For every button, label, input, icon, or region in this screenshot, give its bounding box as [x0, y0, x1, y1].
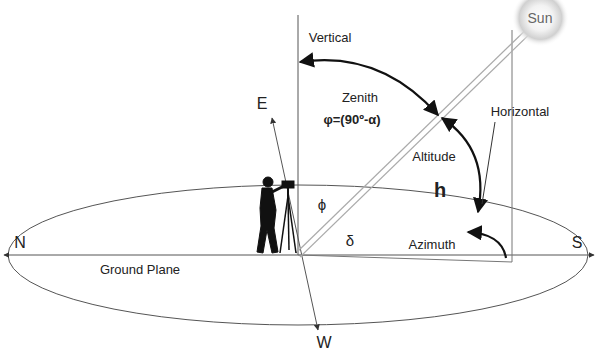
angle-symbol: ϕ — [318, 197, 326, 214]
angle-symbol: h — [434, 179, 446, 201]
sun-label: Sun — [528, 10, 553, 26]
axis-label: Vertical — [309, 31, 352, 45]
axis-label: Horizontal — [491, 105, 550, 119]
leader-line — [482, 122, 495, 204]
compass-label: N — [14, 234, 26, 252]
angle-label: Azimuth — [409, 238, 456, 252]
compass-label: E — [257, 95, 268, 113]
east-west-axis — [272, 118, 318, 330]
vertical-line — [298, 15, 299, 255]
compass-label: S — [572, 234, 583, 252]
angle-symbol: δ — [346, 233, 354, 250]
horizontal-projection — [298, 255, 512, 262]
azimuth-arrow — [468, 232, 506, 258]
sun-ray — [300, 22, 542, 257]
formula-label: φ=(90º-α) — [323, 113, 380, 127]
compass-label: W — [316, 334, 331, 352]
zenith-arc — [300, 60, 438, 115]
sun-ray — [296, 18, 538, 253]
altitude-arc — [442, 118, 480, 212]
angle-label: Altitude — [412, 150, 455, 164]
surveyor-figure — [257, 177, 296, 253]
region-label: Ground Plane — [100, 263, 180, 277]
sun-drop-line — [512, 30, 513, 262]
angle-label: Zenith — [342, 91, 378, 105]
sun-node: Sun — [518, 2, 563, 34]
